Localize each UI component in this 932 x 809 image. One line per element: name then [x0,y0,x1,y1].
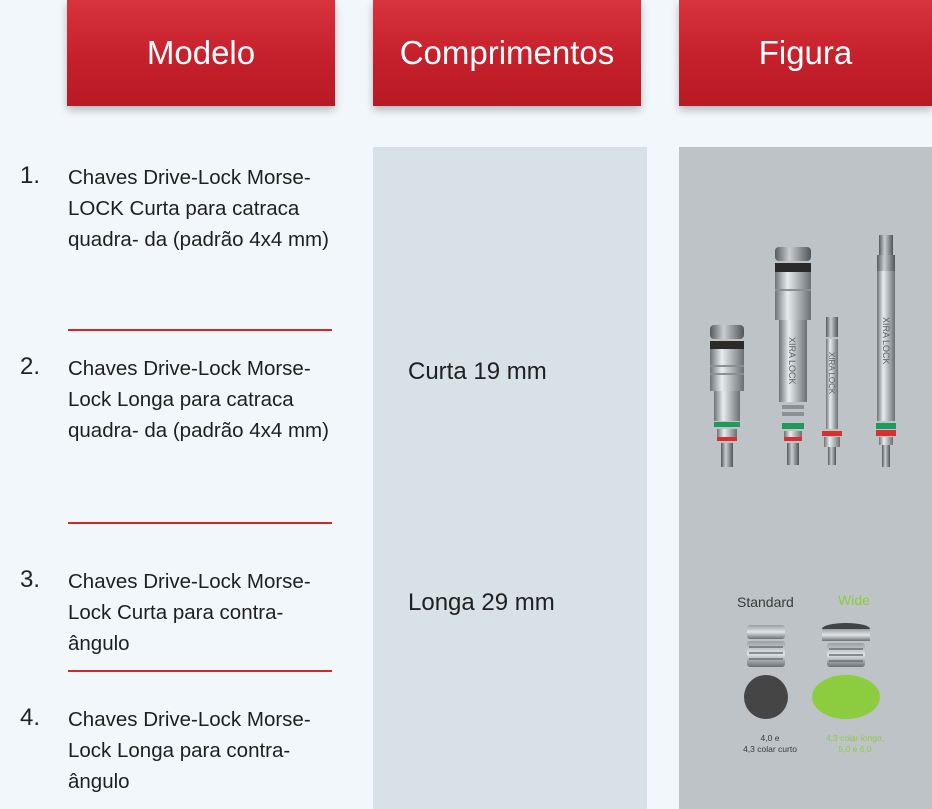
wide-ellipse [812,675,880,719]
plug-wide [822,623,870,667]
header-figura-label: Figura [758,34,853,71]
driver-long-square [775,247,811,465]
length-short: Curta 19 mm [408,358,547,385]
header-comprimentos-label: Comprimentos [399,34,615,71]
item-text: Chaves Drive-Lock Morse-Lock Longa para … [68,708,311,793]
label-wide: Wide [838,592,870,608]
shaft-text: XIRA LOCK [787,337,797,385]
label-standard: Standard [737,594,794,610]
shaft-text: XIRA LOCK [827,352,836,395]
divider [68,670,332,672]
caption-wide-line: 5,0 e 6,0 [838,744,872,754]
driver-short-contra-angle [822,317,842,465]
caption-standard: 4,0 e 4,3 colar curto [730,733,810,755]
header-modelo: Modelo [67,0,335,106]
header-comprimentos: Comprimentos [373,0,641,106]
standard-circle [744,675,788,719]
lengths-column [373,147,647,809]
item-text: Chaves Drive-Lock Morse- Lock Longa para… [68,357,329,442]
caption-wide: 4,3 colar longo, 5,0 e 6,0 [812,733,898,755]
item-number: 3. [20,566,41,593]
driver-short-square [710,325,744,467]
item-text: Chaves Drive-Lock Morse-Lock Curta para … [68,570,311,655]
divider [68,329,332,331]
length-long: Longa 29 mm [408,589,555,616]
caption-standard-line: 4,3 colar curto [743,744,797,754]
drivers-illustration: XIRA LOCK XIRA LOCK XIRA LOCK [710,235,896,719]
caption-wide-line: 4,3 colar longo, [825,733,885,743]
figure-column: XIRA LOCK XIRA LOCK XIRA LOCK [679,147,932,809]
item-number: 1. [20,162,41,189]
header-figura: Figura [679,0,932,106]
divider [68,522,332,524]
shaft-text: XIRA LOCK [881,317,891,365]
item-text: Chaves Drive-Lock Morse- LOCK Curta para… [68,166,329,251]
plug-standard [747,625,785,667]
driver-long-contra-angle [876,235,896,467]
header-modelo-label: Modelo [146,34,256,71]
item-number: 2. [20,353,41,380]
item-number: 4. [20,704,41,731]
caption-standard-line: 4,0 e [760,733,780,743]
